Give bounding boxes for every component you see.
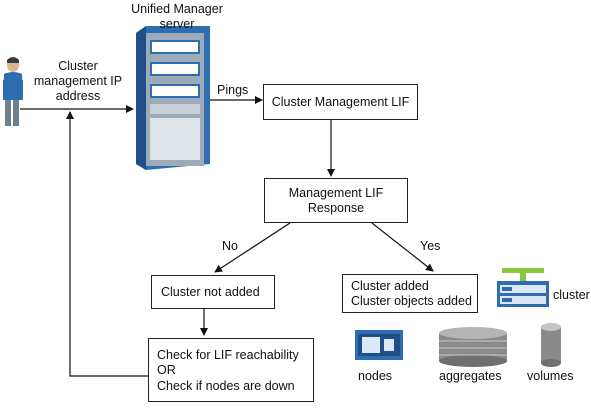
server-title: Unified Manager server xyxy=(122,2,232,32)
user-icon xyxy=(3,57,23,126)
added-text-line2: Cluster objects added xyxy=(351,294,472,308)
check-text-line1: Check for LIF reachability xyxy=(157,348,299,362)
check-box: Check for LIF reachability OR Check if n… xyxy=(148,338,314,402)
cluster-lif-text: Cluster Management LIF xyxy=(271,95,410,109)
added-text-line1: Cluster added xyxy=(351,279,429,293)
response-text-line1: Management LIF xyxy=(288,186,384,200)
arrow-yes xyxy=(371,222,434,272)
response-text-line2: Response xyxy=(307,201,365,215)
aggregates-icon xyxy=(439,327,507,367)
added-box: Cluster added Cluster objects added xyxy=(342,274,478,313)
nodes-label: nodes xyxy=(358,369,393,383)
aggregates-label: aggregates xyxy=(439,369,502,383)
cluster-lif-box: Cluster Management LIF xyxy=(263,84,418,120)
user-label-line2: management IP xyxy=(33,74,123,88)
pings-label: Pings xyxy=(217,83,249,97)
user-label-line1: Cluster xyxy=(58,59,98,73)
volumes-icon xyxy=(541,323,561,367)
response-box: Management LIF Response xyxy=(264,178,408,223)
nodes-icon xyxy=(355,330,403,360)
no-label: No xyxy=(222,239,238,253)
server-title-line2: server xyxy=(159,17,195,31)
check-text-line2: OR xyxy=(157,363,176,377)
server-icon xyxy=(136,26,210,170)
not-added-box: Cluster not added xyxy=(151,275,275,309)
arrow-no xyxy=(214,222,291,273)
arrow-loop-back xyxy=(66,111,148,377)
user-label-line3: address xyxy=(55,89,101,103)
server-title-line1: Unified Manager xyxy=(131,2,223,16)
check-text-line3: Check if nodes are down xyxy=(157,379,295,393)
yes-label: Yes xyxy=(420,239,441,253)
volumes-label: volumes xyxy=(527,369,574,383)
not-added-text: Cluster not added xyxy=(161,285,260,299)
cluster-icon xyxy=(497,268,549,307)
user-label: Cluster management IP address xyxy=(24,59,132,104)
cluster-label: cluster xyxy=(553,288,590,302)
